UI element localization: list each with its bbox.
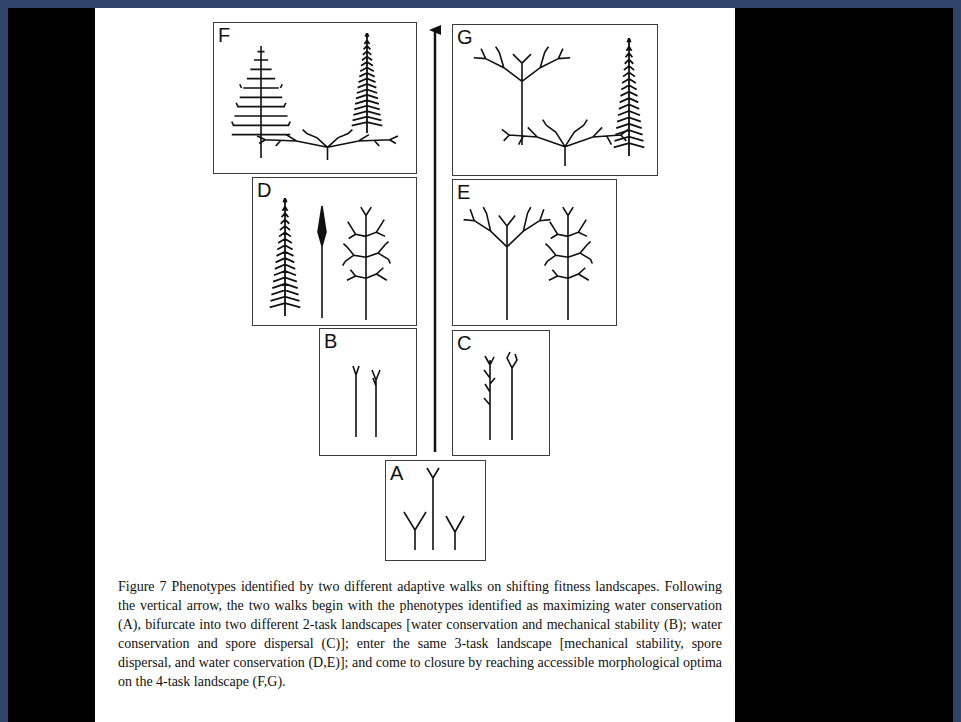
stalk-phenotypes bbox=[484, 352, 517, 440]
sprawling-phenotype bbox=[502, 120, 628, 166]
tiered-phenotype bbox=[232, 46, 290, 158]
phenotype-panel: D bbox=[252, 177, 417, 326]
progression-arrow bbox=[434, 30, 437, 452]
phenotype-panel: A bbox=[385, 460, 486, 561]
panel-letter: C bbox=[457, 332, 471, 354]
umbrella-phenotype bbox=[474, 47, 570, 145]
conifer-phenotype bbox=[352, 33, 383, 133]
y-fork-phenotypes bbox=[404, 468, 464, 550]
panel-letter: B bbox=[324, 330, 337, 352]
phenotype-panel: E bbox=[452, 179, 617, 326]
phenotype-panel: C bbox=[452, 330, 550, 456]
stalk-phenotypes bbox=[353, 366, 380, 437]
panel-letter: A bbox=[390, 462, 403, 484]
phenotype-panel: B bbox=[319, 328, 417, 456]
panel-letter: G bbox=[457, 26, 473, 48]
panel-letter: E bbox=[457, 181, 470, 203]
phenotype-panel: F bbox=[213, 22, 417, 174]
conifer-phenotype bbox=[614, 38, 645, 156]
phenotype-panel: G bbox=[452, 24, 658, 176]
panel-letter: D bbox=[257, 179, 271, 201]
branched-phenotype bbox=[545, 207, 593, 320]
conifer-phenotype bbox=[270, 198, 301, 316]
prostrate-phenotype bbox=[257, 130, 398, 160]
panel-letter: F bbox=[218, 24, 230, 46]
figure-caption: Figure 7 Phenotypes identified by two di… bbox=[118, 577, 722, 691]
spike-phenotype bbox=[318, 206, 326, 318]
dichotomous-phenotype bbox=[464, 207, 551, 320]
branched-phenotype bbox=[343, 207, 391, 320]
